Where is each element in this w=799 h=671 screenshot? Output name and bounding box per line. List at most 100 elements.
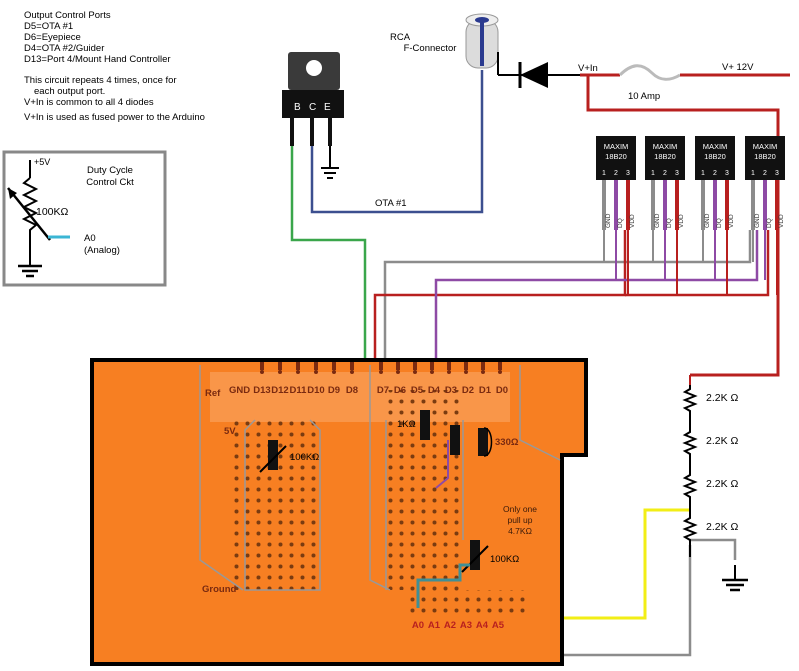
5v-label: 5V <box>224 426 236 437</box>
analog-label-a4: A4 <box>476 620 489 631</box>
pin-label-d8: D8 <box>346 385 358 396</box>
pullup-3: 4.7KΩ <box>508 526 532 536</box>
resistor-330: 330Ω <box>450 425 519 457</box>
notes-title: Output Control Ports <box>24 10 111 21</box>
sensor-pin-label: DQ <box>617 218 624 228</box>
pin-label-d11: D11 <box>290 385 308 396</box>
sensor-lead <box>651 180 655 230</box>
sensor-lead <box>675 180 679 230</box>
analog-label-a3: A3 <box>460 620 472 631</box>
board-pot-left: 100KΩ <box>259 440 319 473</box>
sensor-pin-number: 1 <box>701 170 705 177</box>
diode-icon <box>520 62 548 88</box>
pullup-1: Only one <box>503 504 537 514</box>
header-pin <box>314 362 318 370</box>
sensor-pin-label: DQ <box>766 218 773 228</box>
header-pin <box>379 362 383 370</box>
sensor-pin-label: GND <box>654 213 661 228</box>
notes-desc-4: V+In is used as fused power to the Ardui… <box>24 112 205 123</box>
r1k-label: 1KΩ <box>397 419 416 430</box>
sensor-pin-label: GND <box>704 213 711 228</box>
sensor-pin-number: 1 <box>602 170 606 177</box>
sensor-model: 18B20 <box>704 152 726 161</box>
header-pin <box>498 362 502 370</box>
red-sensor-wire <box>373 230 627 420</box>
duty-analog-label: (Analog) <box>84 245 120 256</box>
pin-label-d9: D9 <box>328 385 340 396</box>
sensor-pin-number: 2 <box>663 170 667 177</box>
sensor-pin-number: 1 <box>751 170 755 177</box>
sensor-pin-number: 1 <box>651 170 655 177</box>
sensor-lead <box>602 180 606 230</box>
header-pin <box>481 362 485 370</box>
vin-label: V+In <box>578 63 598 74</box>
pullup-resistor-label: 2.2K Ω <box>706 392 739 404</box>
teal-wiper-wire <box>416 563 470 608</box>
gnd-label: GND <box>229 385 250 396</box>
sensor-model: 18B20 <box>654 152 676 161</box>
sensor-pin-label: VDD <box>778 214 785 228</box>
pullup-resistor-label: 2.2K Ω <box>706 521 739 533</box>
ref-label: Ref <box>205 388 221 399</box>
sensor-pin-label: GND <box>605 213 612 228</box>
sensor-brand: MAXIM <box>604 142 629 151</box>
sensor-pin-number: 3 <box>675 170 679 177</box>
duty-title-2: Control Ckt <box>86 177 134 188</box>
sensor-pin-number: 2 <box>713 170 717 177</box>
duty-cycle-box: Duty Cycle Control Ckt +5V 100KΩ A0 (Ana… <box>2 150 167 287</box>
sensor-pin-label: VDD <box>678 214 685 228</box>
pin-label-d0: D0 <box>496 385 508 396</box>
notes-port-3: D4=OTA #2/Guider <box>24 43 105 54</box>
analog-label-a1: A1 <box>428 620 441 631</box>
duty-title-1: Duty Cycle <box>87 165 133 176</box>
header-pin <box>278 362 282 370</box>
header-pin <box>447 362 451 370</box>
sensor-pin-label: GND <box>754 213 761 228</box>
sensor-group: MAXIM18B201GND2DQ3VDDMAXIM18B201GND2DQ3V… <box>596 136 785 295</box>
header-pin <box>296 362 300 370</box>
header-pin <box>464 362 468 370</box>
notes-port-4: D13=Port 4/Mount Hand Controller <box>24 54 171 65</box>
pin-label-d4: D4 <box>428 385 441 396</box>
sensor-brand: MAXIM <box>753 142 778 151</box>
sensor-lead <box>775 180 779 230</box>
sensor-brand: MAXIM <box>703 142 728 151</box>
pin-label-d6: D6 <box>394 385 406 396</box>
sensor-pin-number: 3 <box>626 170 630 177</box>
v12-label: V+ 12V <box>722 62 754 73</box>
pot-right-label: 100KΩ <box>490 554 519 565</box>
header-pin <box>396 362 400 370</box>
pot-left-label: 100KΩ <box>290 452 319 463</box>
notes-block: Output Control Ports D5=OTA #1 D6=Eyepie… <box>24 10 205 123</box>
sensor-model: 18B20 <box>754 152 776 161</box>
transistor-b: B <box>294 102 301 113</box>
pullup-resistor-label: 2.2K Ω <box>706 478 739 490</box>
sensor-pin-label: VDD <box>728 214 735 228</box>
rca-label-2: F-Connector <box>404 43 457 54</box>
analog-label-a0: A0 <box>412 620 424 631</box>
ground-label: Ground <box>202 584 236 595</box>
sensor-lead <box>725 180 729 230</box>
duty-pot-label: 100KΩ <box>36 206 69 218</box>
pullup-resistor-3: 2.2K Ω <box>682 471 739 514</box>
sensor-lead <box>701 180 705 230</box>
pin-label-d5: D5 <box>411 385 424 396</box>
resistor-column: 2.2K Ω 2.2K Ω 2.2K Ω 2.2K Ω <box>682 375 748 592</box>
notes-port-2: D6=Eyepiece <box>24 32 81 43</box>
sensor-pin-label: VDD <box>629 214 636 228</box>
sensor-lead <box>626 180 630 230</box>
sensor-lead <box>751 180 755 230</box>
sensor-pin-number: 3 <box>725 170 729 177</box>
sensor-lead <box>713 180 717 230</box>
pullup-2: pull up <box>507 515 532 525</box>
pin-label-d1: D1 <box>479 385 492 396</box>
sensor-pin-label: DQ <box>716 218 723 228</box>
sensor-lead <box>663 180 667 230</box>
pullup-resistor-label: 2.2K Ω <box>706 435 739 447</box>
rca-label-1: RCA <box>390 32 411 43</box>
notes-desc-3: V+In is common to all 4 diodes <box>24 97 154 108</box>
header-pin <box>430 362 434 370</box>
